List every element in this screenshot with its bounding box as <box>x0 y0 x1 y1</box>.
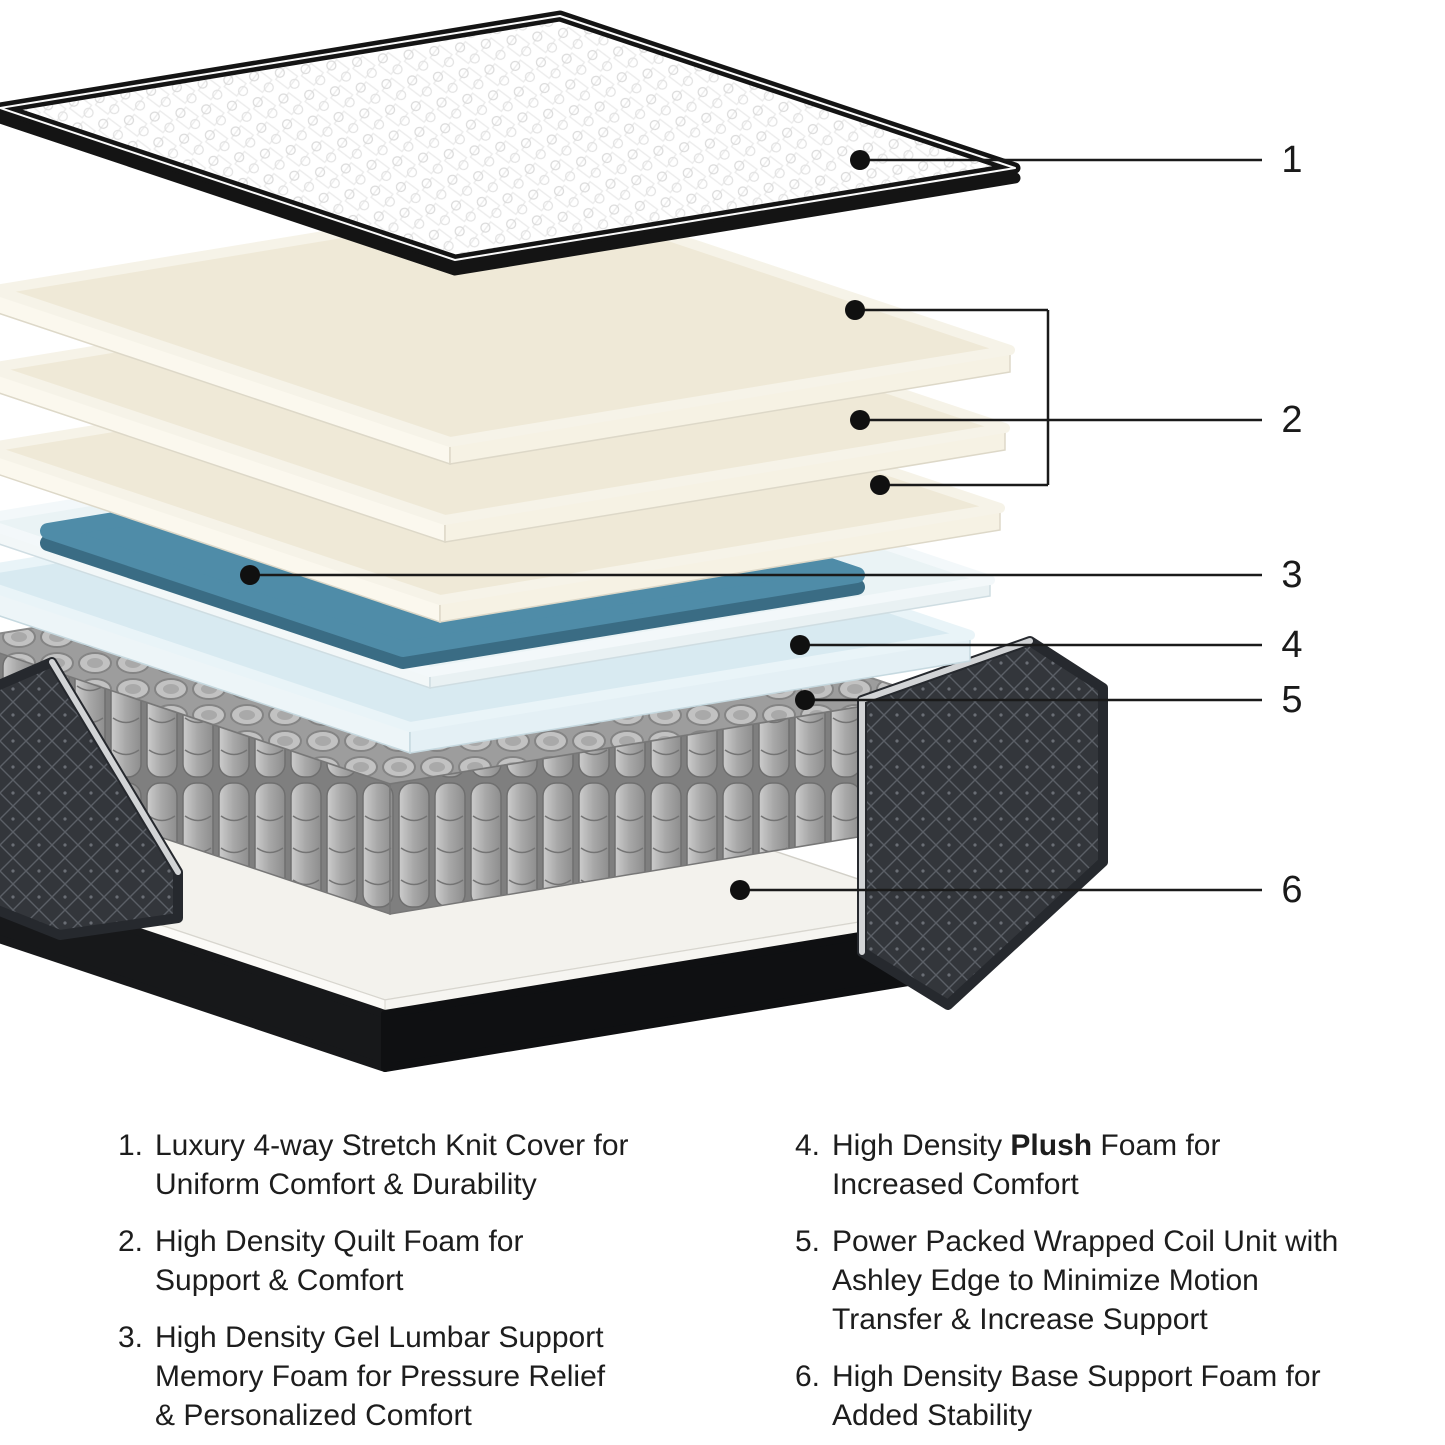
cover-piping <box>0 15 1016 261</box>
legend-number: 1. <box>117 1129 143 1162</box>
legend-text: High Density Gel Lumbar Support Memory F… <box>155 1321 606 1432</box>
callout-number-2: 2 <box>1281 399 1302 441</box>
legend-number: 4. <box>794 1129 820 1162</box>
legend-text: Luxury 4-way Stretch Knit Cover for Unif… <box>155 1129 629 1201</box>
legend-text: Power Packed Wrapped Coil Unit with Ashl… <box>832 1225 1339 1336</box>
legend-left-column: 1. Luxury 4-way Stretch Knit Cover for U… <box>105 1126 629 1445</box>
callout-dot-2b <box>850 410 870 430</box>
callout-dot-2a <box>845 300 865 320</box>
callout-dot-5 <box>795 690 815 710</box>
legend-item-4: 4. High Density Plush Foam for Increased… <box>782 1126 1338 1204</box>
legend-item-6: 6. High Density Base Support Foam for Ad… <box>782 1357 1338 1435</box>
legend-number: 5. <box>794 1225 820 1258</box>
fabric-panel-right <box>857 636 1108 1010</box>
callout-dot-3 <box>240 565 260 585</box>
fabric-panel-right-face <box>857 636 1108 1010</box>
callout-number-4: 4 <box>1281 624 1302 666</box>
callout-dot-6 <box>730 880 750 900</box>
callouts: 1 2 3 4 5 6 <box>240 139 1303 911</box>
legend-text: High Density Base Support Foam for Added… <box>832 1360 1321 1432</box>
callout-number-6: 6 <box>1281 869 1302 911</box>
legend-right-column: 4. High Density Plush Foam for Increased… <box>782 1126 1338 1445</box>
fabric-panel-left <box>0 657 183 940</box>
legend-item-1: 1. Luxury 4-way Stretch Knit Cover for U… <box>105 1126 629 1204</box>
legend-number: 6. <box>794 1360 820 1393</box>
legend-number: 3. <box>117 1321 143 1354</box>
legend-number: 2. <box>117 1225 143 1258</box>
legend-item-5: 5. Power Packed Wrapped Coil Unit with A… <box>782 1222 1338 1339</box>
callout-dot-4 <box>790 635 810 655</box>
callout-number-5: 5 <box>1281 679 1302 721</box>
cover-layer <box>0 10 1021 276</box>
legend-text: High Density Quilt Foam for Support & Co… <box>155 1225 524 1297</box>
callout-number-1: 1 <box>1281 139 1302 181</box>
legend-item-3: 3. High Density Gel Lumbar Support Memor… <box>105 1318 629 1435</box>
callout-dot-1 <box>850 150 870 170</box>
fabric-panel-left-trim <box>49 659 181 875</box>
callout-dot-2c <box>870 475 890 495</box>
callout-number-3: 3 <box>1281 554 1302 596</box>
legend-text: High Density Plush Foam for Increased Co… <box>832 1129 1221 1201</box>
legend-item-2: 2. High Density Quilt Foam for Support &… <box>105 1222 629 1300</box>
cover-top-face <box>0 10 1021 266</box>
